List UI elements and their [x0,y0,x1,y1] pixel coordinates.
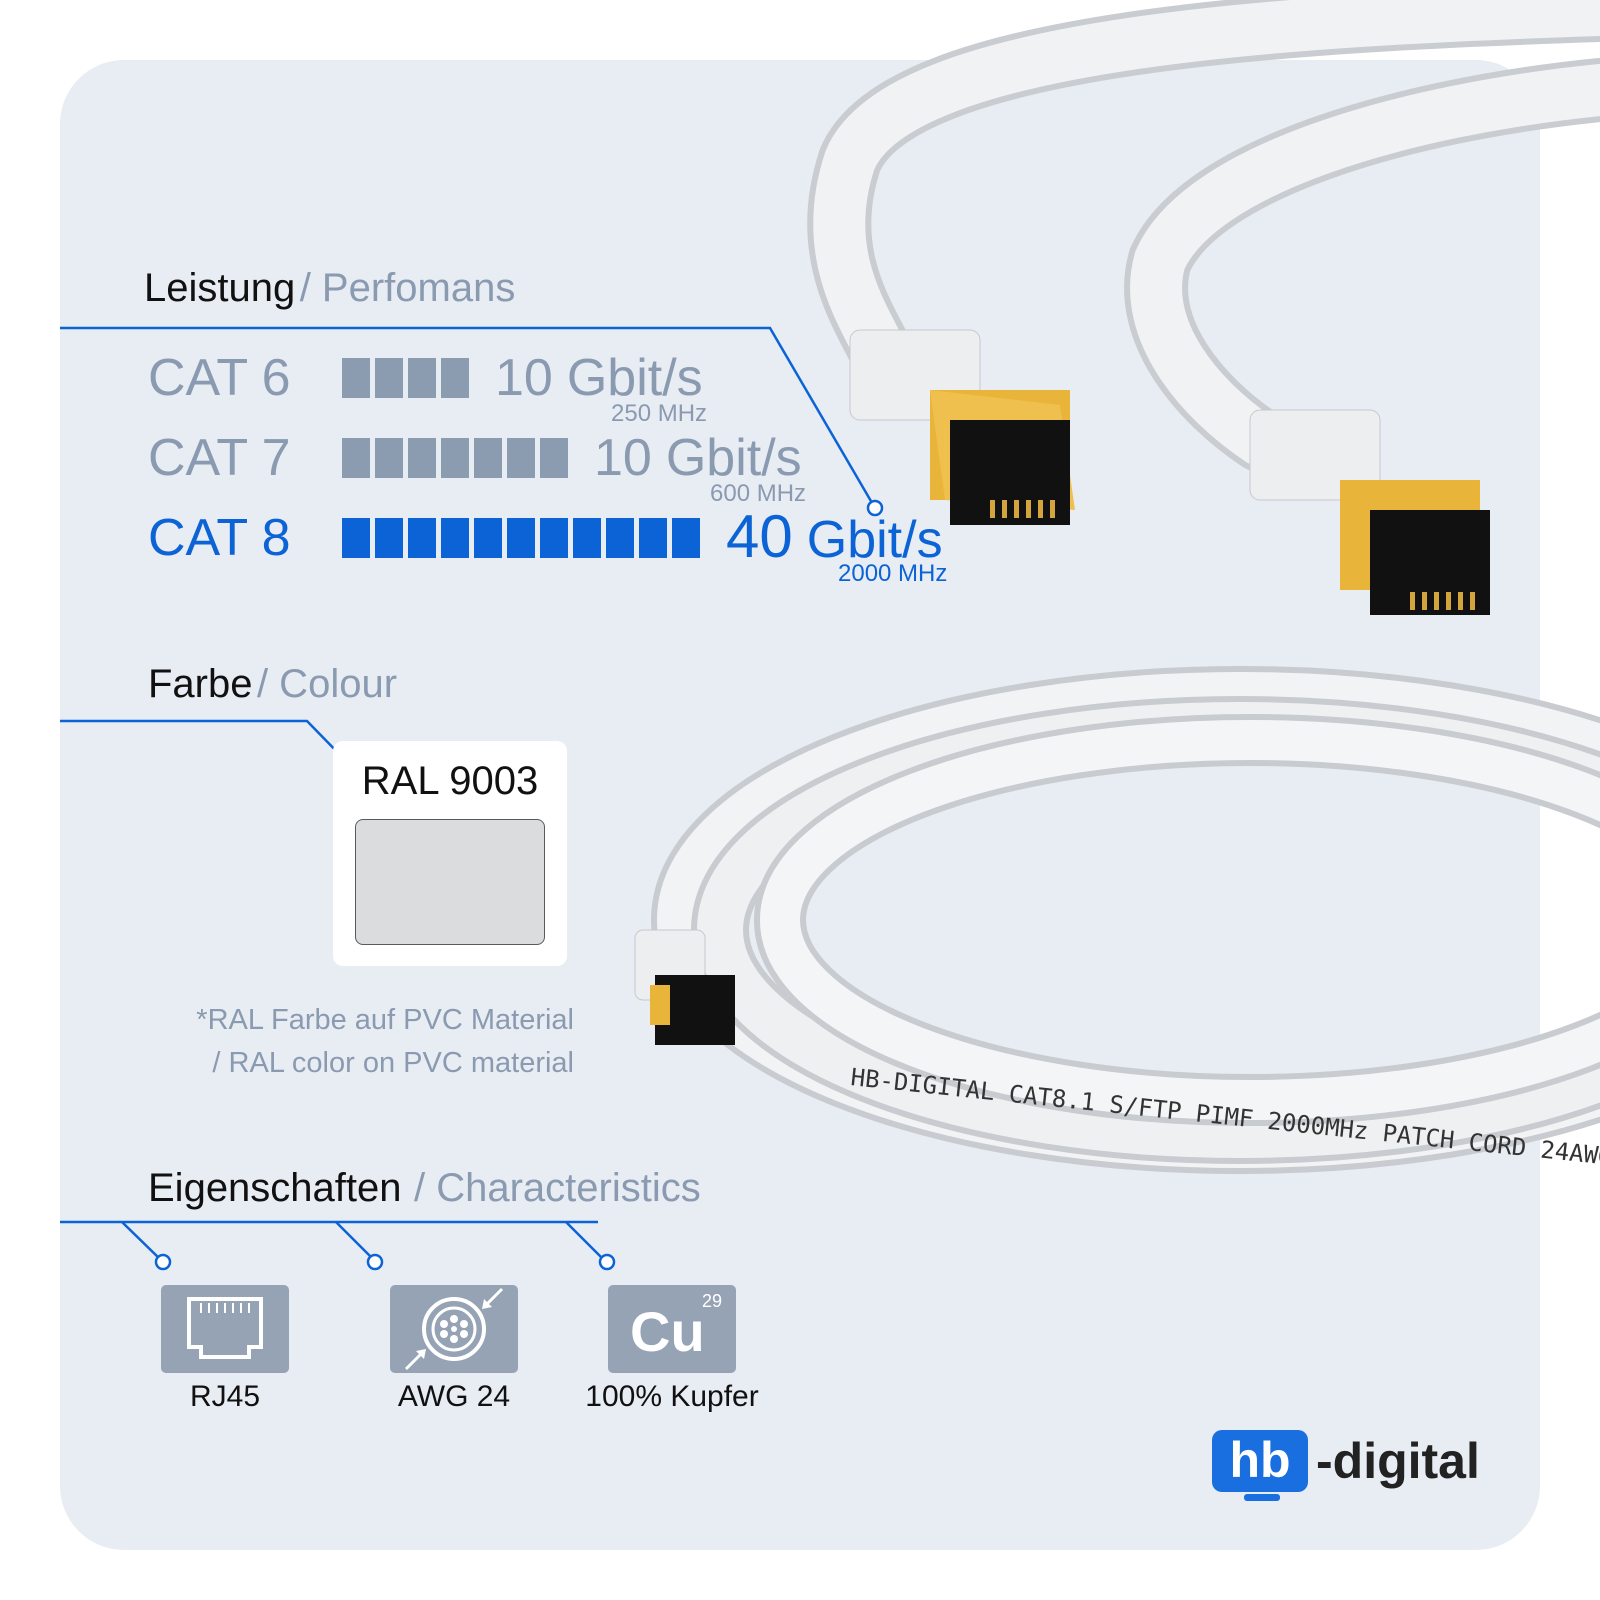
speed-unit: Gbit/s [806,511,943,569]
performance-subtitle: / Perfomans [299,266,516,310]
cable-coil [651,666,1600,1174]
speed-bar [342,438,568,478]
speed-bar-segment [441,358,469,398]
ral-label: RAL 9003 [361,759,539,803]
rj45-label: RJ45 [189,1380,261,1413]
speed-bar-segment [441,518,469,558]
speed-bar-segment [540,518,568,558]
brand-badge: hb [1212,1430,1308,1492]
colour-swatch [355,819,545,945]
speed-bar-segment [639,518,667,558]
speed-number: 10 [594,429,652,487]
colour-note-en: / RAL color on PVC material [212,1047,574,1079]
speed-bar-segment [606,518,634,558]
characteristics-heading: Eigenschaften / Characteristics [148,1166,701,1211]
speed-bar-segment [474,438,502,478]
speed-bar-segment [408,518,436,558]
cat-label: CAT 8 [148,509,291,567]
brand-logo: hb -digital [1212,1426,1512,1506]
copper-label: 100% Kupfer [585,1380,759,1413]
speed-bar [342,358,469,398]
speed-unit: Gbit/s [566,349,703,407]
speed-bar-segment [342,438,370,478]
characteristics-subtitle: / Characteristics [413,1166,701,1210]
colour-heading: Farbe / Colour [148,662,397,707]
speed-bar-segment [507,518,535,558]
frequency-label: 250 MHz [611,400,708,427]
speed-unit: Gbit/s [665,429,802,487]
speed-bar-segment [375,438,403,478]
speed-bar-segment [342,358,370,398]
speed-bar-segment [375,358,403,398]
speed-bar-segment [408,358,436,398]
frequency-label: 2000 MHz [838,560,948,587]
speed-bar-segment [375,518,403,558]
speed-bar-segment [507,438,535,478]
speed-bar-segment [408,438,436,478]
colour-title: Farbe [148,662,253,706]
frequency-label: 600 MHz [710,480,807,507]
brand-badge-stand [1244,1494,1280,1501]
performance-title: Leistung [144,266,296,310]
speed-bar-segment [540,438,568,478]
speed-bar-segment [342,518,370,558]
colour-subtitle: / Colour [256,662,398,706]
rj45-plug-3 [634,929,735,1045]
speed-bar-segment [441,438,469,478]
rj45-port-icon [161,1285,289,1373]
cable-cross-section-icon [390,1285,518,1373]
speed-bar [342,518,700,558]
atomic-number: 29 [701,1291,722,1311]
speed-bar-segment [573,518,601,558]
copper-element-icon: 29 Cu [608,1285,736,1373]
element-symbol: Cu [630,1300,705,1363]
colour-swatch-card: RAL 9003 [333,741,567,966]
rj45-plug-1 [849,329,1075,525]
cat-label: CAT 6 [148,349,291,407]
colour-note-de: *RAL Farbe auf PVC Material [196,1004,574,1036]
awg-label: AWG 24 [397,1380,511,1413]
brand-name: -digital [1316,1433,1480,1489]
speed-bar-segment [672,518,700,558]
performance-heading: Leistung / Perfomans [144,266,515,311]
speed-number: 40 [726,503,793,570]
cat-label: CAT 7 [148,429,291,487]
characteristics-title: Eigenschaften [148,1166,402,1210]
rj45-plug-2 [1249,409,1490,615]
speed-bar-segment [474,518,502,558]
speed-number: 10 [495,349,553,407]
